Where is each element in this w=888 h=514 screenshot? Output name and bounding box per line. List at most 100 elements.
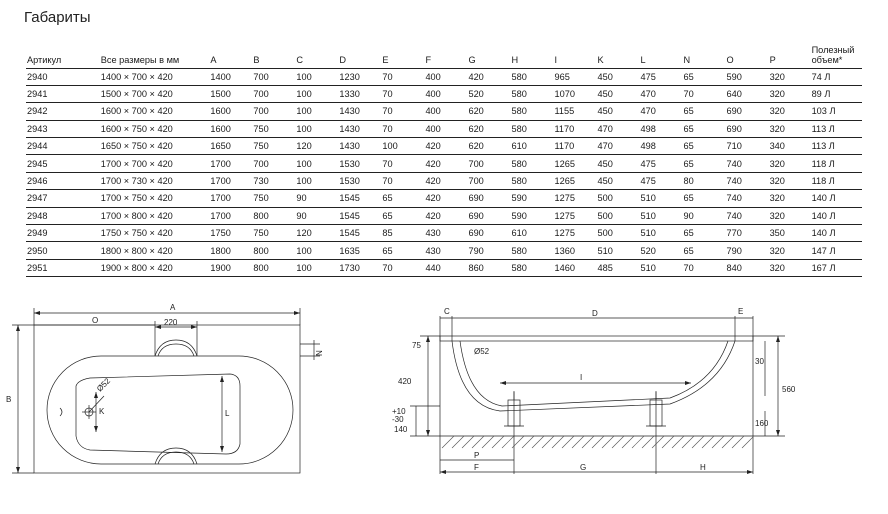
table-cell: 580 — [510, 120, 554, 139]
table-cell: 89 Л — [810, 85, 862, 104]
table-cell: 1170 — [553, 137, 597, 156]
table-cell: 1430 — [338, 102, 382, 121]
table-cell: 65 — [381, 207, 425, 226]
column-header: Все размеры в мм — [100, 54, 180, 65]
table-cell: 320 — [768, 259, 811, 278]
plan-handle-bottom — [154, 447, 198, 465]
side-label-75: 75 — [412, 341, 421, 350]
table-cell: 1600 — [209, 102, 253, 121]
table-cell: 690 — [725, 102, 769, 121]
table-cell: 1070 — [553, 85, 597, 104]
table-cell: 580 — [510, 241, 554, 260]
table-cell: 85 — [381, 224, 425, 243]
table-cell: 400 — [424, 85, 468, 104]
table-cell: 580 — [510, 172, 554, 191]
table-cell: 1800 × 800 × 420 — [99, 241, 210, 260]
table-cell: 70 — [381, 85, 425, 104]
table-cell: 500 — [596, 224, 640, 243]
table-cell: 100 — [381, 137, 425, 156]
column-header: H — [511, 54, 519, 65]
plan-label-l: L — [225, 409, 230, 418]
table-cell: 340 — [768, 137, 811, 156]
table-cell: 580 — [510, 259, 554, 278]
plan-label-b: B — [6, 395, 11, 404]
table-cell: 320 — [768, 207, 811, 226]
table-cell: 420 — [424, 137, 468, 156]
table-cell: 770 — [725, 224, 769, 243]
plan-label-n: N — [315, 350, 324, 356]
table-cell: 750 — [252, 137, 296, 156]
table-cell: 320 — [768, 120, 811, 139]
table-cell: 70 — [381, 154, 425, 173]
table-cell: 740 — [725, 154, 769, 173]
table-cell: 100 — [295, 241, 339, 260]
table-cell: 1730 — [338, 259, 382, 278]
table-cell: 640 — [725, 85, 769, 104]
table-cell: 700 — [252, 85, 296, 104]
table-cell: 100 — [295, 85, 339, 104]
table-cell: 70 — [381, 67, 425, 86]
side-label-140: 140 — [394, 425, 408, 434]
table-cell: 1230 — [338, 67, 382, 86]
table-cell: 70 — [381, 120, 425, 139]
table-cell: 90 — [682, 207, 726, 226]
table-cell: 140 Л — [810, 189, 862, 208]
table-cell: 790 — [467, 241, 511, 260]
side-label-p10: +10 — [392, 407, 406, 416]
plan-label-k: K — [99, 407, 105, 416]
table-cell: 118 Л — [810, 154, 862, 173]
side-label-420: 420 — [398, 377, 412, 386]
plan-label-a: A — [170, 303, 176, 312]
table-cell: 2941 — [26, 85, 100, 104]
table-cell: 620 — [467, 120, 511, 139]
table-cell: 750 — [252, 120, 296, 139]
column-header: B — [253, 54, 260, 65]
table-cell: 498 — [639, 137, 683, 156]
side-label-560: 560 — [782, 385, 796, 394]
table-cell: 700 — [467, 172, 511, 191]
table-cell: 113 Л — [810, 120, 862, 139]
table-cell: 740 — [725, 189, 769, 208]
page-title: Габариты — [24, 9, 91, 26]
side-rim — [439, 335, 754, 342]
table-cell: 2949 — [26, 224, 100, 243]
table-cell: 140 Л — [810, 207, 862, 226]
table-cell: 100 — [295, 120, 339, 139]
table-cell: 485 — [596, 259, 640, 278]
table-cell: 500 — [596, 207, 640, 226]
table-cell: 2947 — [26, 189, 100, 208]
table-cell: 1800 — [209, 241, 253, 260]
table-cell: 420 — [424, 154, 468, 173]
table-cell: 590 — [510, 207, 554, 226]
table-cell: 580 — [510, 85, 554, 104]
table-cell: 580 — [510, 67, 554, 86]
table-cell: 590 — [725, 67, 769, 86]
table-cell: 1430 — [338, 120, 382, 139]
table-cell: 100 — [295, 259, 339, 278]
table-cell: 90 — [295, 189, 339, 208]
table-cell: 65 — [381, 241, 425, 260]
plan-label-o: O — [92, 316, 98, 325]
plan-outer-rim — [33, 324, 301, 474]
table-cell: 1900 × 800 × 420 — [99, 259, 210, 278]
table-cell: 167 Л — [810, 259, 862, 278]
table-cell: 450 — [596, 154, 640, 173]
table-cell: 1500 × 700 × 420 — [99, 85, 210, 104]
table-cell: 700 — [467, 154, 511, 173]
table-cell: 2945 — [26, 154, 100, 173]
table-cell: 1700 — [209, 207, 253, 226]
table-cell: 1700 — [209, 189, 253, 208]
column-header: Артикул — [27, 54, 62, 65]
plan-view-drawing: A O 220 N B K L Ø52 — [6, 303, 324, 474]
table-cell: 400 — [424, 67, 468, 86]
table-cell: 800 — [252, 207, 296, 226]
table-cell: 70 — [381, 259, 425, 278]
table-cell: 70 — [381, 172, 425, 191]
side-label-m30: -30 — [392, 415, 404, 424]
table-cell: 1275 — [553, 189, 597, 208]
